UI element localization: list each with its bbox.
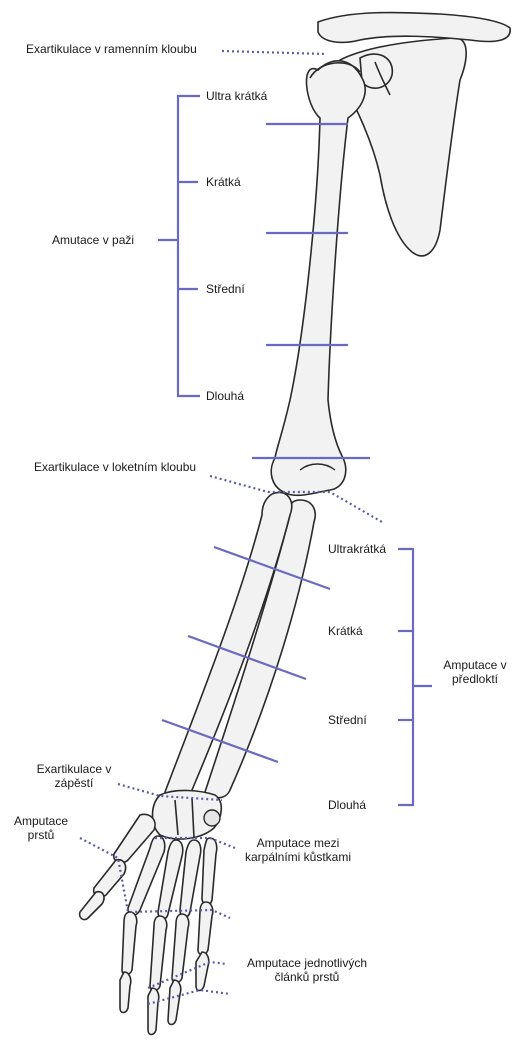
label-upper-arm-long: Dlouhá xyxy=(206,389,244,403)
label-wrist-disarticulation: Exartikulace v zápěstí xyxy=(34,762,114,790)
upper-arm-bracket xyxy=(158,96,200,396)
label-forearm-ultra-short: Ultrakrátká xyxy=(328,542,386,556)
label-upper-arm-short: Krátká xyxy=(206,175,241,189)
label-elbow-disarticulation: Exartikulace v loketním kloubu xyxy=(34,460,196,474)
label-forearm-group: Amputace v předloktí xyxy=(436,658,514,686)
label-shoulder-disarticulation: Exartikulace v ramenním kloubu xyxy=(26,42,197,56)
label-finger-amputation: Amputace prstů xyxy=(10,814,72,842)
finger-bones xyxy=(120,836,217,1035)
label-carpal-amputation: Amputace mezi karpálními kůstkami xyxy=(228,836,368,864)
label-upper-arm-group: Amutace v paži xyxy=(52,233,134,247)
humerus xyxy=(271,61,365,496)
label-forearm-long: Dlouhá xyxy=(328,798,366,812)
label-upper-arm-ultra-short: Ultra krátká xyxy=(206,89,267,103)
label-forearm-medium: Střední xyxy=(328,713,367,727)
label-upper-arm-medium: Střední xyxy=(206,282,245,296)
forearm-bracket xyxy=(398,549,432,805)
label-phalanx-amputation: Amputace jednotlivých článků prstů xyxy=(232,956,382,984)
label-forearm-short: Krátká xyxy=(328,624,363,638)
shoulder-dotted-line xyxy=(222,51,326,54)
clavicle xyxy=(318,12,510,42)
